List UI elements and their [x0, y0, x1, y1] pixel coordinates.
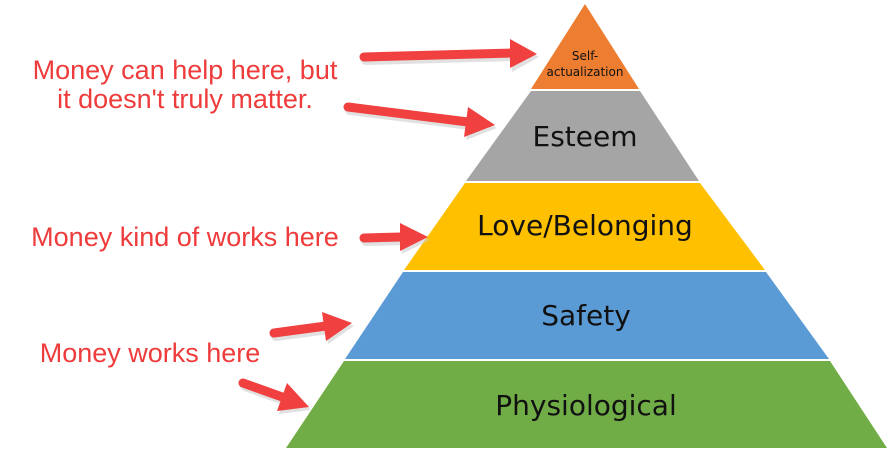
arrow-to-love-belonging [359, 223, 430, 254]
label-safety: Safety [541, 299, 631, 332]
arrow-to-self-actualization [359, 39, 539, 72]
arrow-to-safety [269, 312, 354, 344]
annotations: Money can help here, but it doesn't trul… [29, 53, 342, 371]
pyramid-labels: Self- actualization Esteem Love/Belongin… [477, 49, 693, 422]
pyramid-level-esteem [466, 91, 699, 181]
annotation-top-line1: Money can help here, but [33, 55, 338, 85]
pyramid [286, 4, 887, 448]
pyramid-level-safety [345, 272, 829, 359]
label-self-actualization-line1: Self- [572, 49, 598, 63]
pyramid-level-physiological [286, 361, 887, 448]
label-love-belonging: Love/Belonging [477, 209, 693, 242]
arrows [238, 39, 539, 414]
label-physiological: Physiological [495, 389, 677, 422]
annotation-top-line2: it doesn't truly matter. [57, 84, 313, 114]
label-esteem: Esteem [533, 120, 638, 153]
annotation-middle: Money kind of works here [31, 222, 339, 252]
pyramid-level-self-actualization [531, 4, 639, 89]
pyramid-level-love-belonging [404, 183, 765, 270]
arrow-to-physiological [238, 378, 311, 414]
annotation-bottom: Money works here [40, 338, 261, 368]
arrow-to-esteem [343, 102, 497, 140]
label-self-actualization-line2: actualization [547, 65, 624, 79]
